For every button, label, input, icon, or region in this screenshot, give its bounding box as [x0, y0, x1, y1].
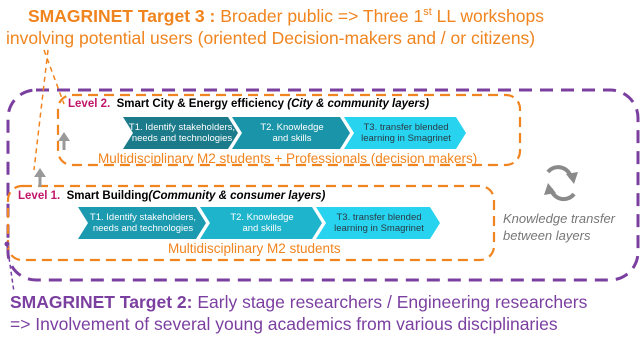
level2-title: Smart City & Energy efficiency: [116, 98, 285, 110]
level1-step-3: T3. transfer blended learning in Smagrin…: [324, 212, 434, 234]
knowledge-transfer-line1: Knowledge transfer: [503, 211, 616, 226]
target3-leader-right: [43, 49, 65, 105]
cycle-icon-head-1: [566, 172, 578, 184]
level2-step-3-line1: T3. transfer blended: [363, 122, 449, 133]
level1-step-1: T1. Identify stakeholders, needs and tec…: [82, 212, 204, 234]
knowledge-transfer-line2: between layers: [503, 228, 591, 243]
level2-step-3-line2: learning in Smagrinet: [361, 133, 451, 144]
level2-title-row: Level 2. Smart City & Energy efficiency …: [68, 98, 429, 110]
level1-audience: Multidisciplinary M2 students: [168, 241, 341, 256]
level2-box: [56, 93, 522, 167]
outer-purple-box: [6, 88, 640, 282]
target2-line1: SMAGRINET Target 2: Early stage research…: [10, 292, 587, 312]
level1-title: Smart Building: [66, 190, 149, 202]
level1-step-2-chevron: [200, 207, 322, 239]
level1-step-2-line2: and skills: [242, 223, 282, 234]
level1-box: [6, 184, 496, 262]
level2-step-2-line2: and skills: [272, 133, 312, 144]
level1-step-3-chevron: [316, 207, 440, 239]
target3-sup: st: [423, 6, 432, 19]
level2-step-2: T2. Knowledge and skills: [240, 122, 344, 144]
level1-number: Level 1.: [18, 190, 61, 202]
level2-step-2-chevron: [232, 117, 350, 149]
cycle-icon: [546, 165, 576, 202]
target2-line2: => Involvement of several young academic…: [10, 314, 558, 334]
level1-step-1-line2: needs and technologies: [92, 223, 194, 234]
level2-step-3: T3. transfer blended learning in Smagrin…: [352, 122, 460, 144]
up-arrow-1-head: [34, 168, 46, 177]
level1-step-2: T2. Knowledge and skills: [208, 212, 316, 234]
target3-text-a: Broader public => Three 1: [215, 6, 424, 26]
target3-line1: SMAGRINET Target 3 : Broader public => T…: [28, 6, 544, 26]
target3-line2: involving potential users (oriented Deci…: [6, 28, 536, 48]
target2-leader: [6, 243, 15, 293]
level2-step-2-line1: T2. Knowledge: [260, 122, 324, 133]
level1-layers: (Community & consumer layers): [148, 190, 326, 202]
level1-title-row: Level 1. Smart Building(Community & cons…: [18, 190, 325, 202]
level2-step-1: T1. Identify stakeholders, needs and tec…: [128, 122, 236, 144]
level2-step-1-chevron: [123, 117, 238, 149]
level1-step-1-chevron: [78, 207, 206, 239]
level2-layers: (City & community layers): [287, 98, 430, 110]
target2-text: Early stage researchers / Engineering re…: [192, 292, 588, 312]
knowledge-transfer-label: Knowledge transfer between layers: [503, 210, 615, 244]
level2-number: Level 2.: [68, 98, 111, 110]
target2-bold: SMAGRINET Target 2:: [10, 292, 193, 312]
target3-text-b: LL workshops: [431, 6, 544, 26]
level2-audience: Multidisciplinary M2 students + Professi…: [98, 151, 478, 166]
level1-step-2-line1: T2. Knowledge: [230, 212, 294, 223]
up-arrow-2-head: [58, 132, 70, 141]
level1-step-3-line2: learning in Smagrinet: [334, 223, 424, 234]
level1-step-1-line1: T1. Identify stakeholders,: [89, 212, 197, 223]
level1-step-3-line1: T3. transfer blended: [336, 212, 422, 223]
level2-step-1-line1: T1. Identify stakeholders,: [128, 122, 236, 133]
cycle-icon-head-2: [544, 183, 556, 195]
level2-step-1-line2: needs and technologies: [131, 133, 233, 144]
level2-step-3-chevron: [344, 117, 466, 149]
target3-bold: SMAGRINET Target 3 :: [28, 6, 216, 26]
target3-leader-left: [33, 49, 49, 171]
target2-leader-dot: [4, 241, 10, 247]
